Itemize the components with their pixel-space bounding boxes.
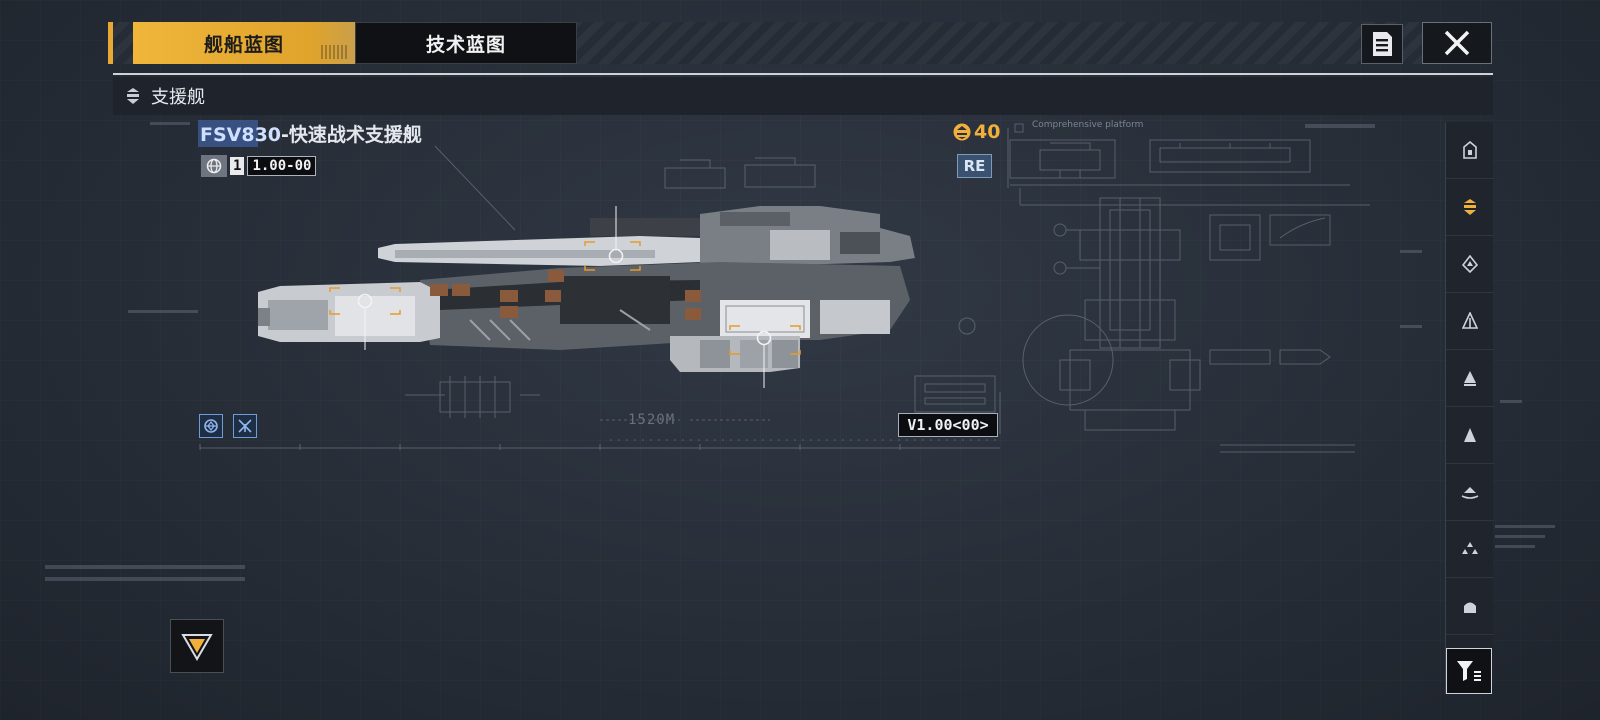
command-cost-value: 40 bbox=[974, 121, 1001, 143]
battlecruiser-class-icon bbox=[1462, 255, 1478, 273]
support-ship-icon bbox=[127, 88, 139, 104]
tab-ship-blueprint-label: 舰船蓝图 bbox=[203, 33, 284, 56]
platform-label: Comprehensive platform bbox=[1032, 120, 1144, 130]
ratio-index: 1 bbox=[230, 157, 245, 175]
ship-code: FSV830 bbox=[200, 124, 282, 146]
cruiser-class-icon bbox=[1462, 312, 1478, 329]
sidebar-item-destroyer[interactable] bbox=[1446, 350, 1494, 407]
sidebar-item-module[interactable] bbox=[1446, 578, 1494, 635]
tab-tech-blueprint[interactable]: 技术蓝图 bbox=[355, 22, 577, 64]
ship-name: -快速战术支援舰 bbox=[281, 124, 422, 146]
sidebar-item-cruiser[interactable] bbox=[1446, 293, 1494, 350]
filter-button[interactable] bbox=[1446, 648, 1492, 694]
sidebar-item-support[interactable] bbox=[1446, 179, 1494, 236]
category-header: 支援舰 bbox=[113, 77, 1493, 115]
document-list-icon bbox=[1373, 32, 1392, 56]
module-class-icon bbox=[1464, 602, 1476, 613]
ratio-value: 1.00-00 bbox=[247, 156, 317, 176]
command-cost: 40 bbox=[952, 121, 1000, 143]
sidebar-item-aircraft[interactable] bbox=[1446, 521, 1494, 578]
faction-emblem-button[interactable] bbox=[170, 619, 224, 673]
sidebar-item-frigate[interactable] bbox=[1446, 407, 1494, 464]
sidebar-item-corvette[interactable] bbox=[1446, 464, 1494, 521]
globe-icon bbox=[206, 158, 222, 174]
filter-icon bbox=[1457, 661, 1481, 681]
ship-role-icons bbox=[199, 414, 257, 438]
corvette-class-icon bbox=[1461, 487, 1479, 499]
blueprint-version: V1.00<00> bbox=[898, 413, 998, 437]
close-button[interactable] bbox=[1422, 22, 1492, 64]
ship-badge: RE bbox=[957, 154, 992, 178]
document-list-button[interactable] bbox=[1361, 24, 1403, 64]
ship-class-sidebar bbox=[1445, 122, 1494, 694]
ship-length-label: 1520M bbox=[628, 412, 676, 428]
aircraft-class-icon bbox=[1462, 542, 1478, 554]
tab-ship-blueprint[interactable]: 舰船蓝图 bbox=[133, 22, 355, 64]
tab-bar-accent bbox=[108, 22, 113, 64]
globe-icon-box bbox=[201, 155, 227, 177]
sidebar-item-carrier[interactable] bbox=[1446, 122, 1494, 179]
faction-emblem-icon bbox=[181, 634, 213, 661]
carrier-class-icon bbox=[1463, 141, 1477, 159]
command-cost-icon bbox=[953, 123, 971, 141]
support-ship-icon bbox=[1464, 199, 1476, 215]
category-label: 支援舰 bbox=[151, 87, 205, 108]
frigate-class-icon bbox=[1464, 428, 1476, 442]
scale-ratio: 1 1.00-00 bbox=[201, 155, 317, 177]
tab-tech-blueprint-label: 技术蓝图 bbox=[425, 33, 506, 56]
close-icon bbox=[1444, 30, 1470, 56]
destroyer-class-icon bbox=[1464, 371, 1476, 386]
sidebar-item-battlecruiser[interactable] bbox=[1446, 236, 1494, 293]
role-repair-icon[interactable] bbox=[233, 414, 257, 438]
ship-title: FSV830-快速战术支援舰 bbox=[198, 120, 424, 147]
role-support-icon[interactable] bbox=[199, 414, 223, 438]
header-divider bbox=[113, 73, 1493, 75]
